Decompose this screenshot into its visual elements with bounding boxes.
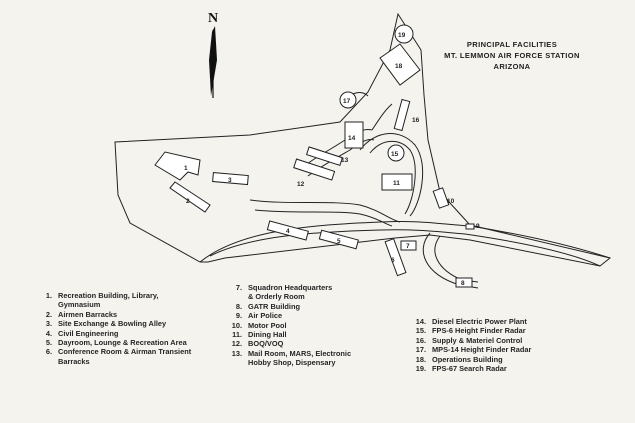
map-label-16: 16 xyxy=(412,117,420,124)
title-line-1: PRINCIPAL FACILITIES xyxy=(466,40,558,49)
map-label-13: 13 xyxy=(341,157,349,164)
building-4 xyxy=(266,220,309,241)
map-label-15: 15 xyxy=(391,151,399,158)
legend-item-14: 14.Diesel Electric Power Plant xyxy=(415,317,527,326)
map-label-1: 1 xyxy=(184,165,188,172)
legend-item-17: 17.MPS-14 Height Finder Radar xyxy=(415,345,532,355)
title-line-3: ARIZONA xyxy=(493,62,531,71)
building-19 xyxy=(394,24,414,44)
north-label: N xyxy=(208,11,218,26)
legend-item-5: 5.Dayroom, Lounge & Recreation Area xyxy=(45,338,187,348)
legend-item-18: 18.Operations Building xyxy=(415,354,503,364)
building-8 xyxy=(455,277,473,288)
legend-item-16: 16.Supply & Materiel Control xyxy=(415,335,523,345)
building-1 xyxy=(154,151,201,181)
building-10 xyxy=(432,187,450,209)
map-label-9: 9 xyxy=(476,223,480,230)
legend-item-10: 10.Motor Pool xyxy=(231,320,287,330)
legend-item-2: 2.Airmen Barracks xyxy=(45,309,118,319)
legend-item-9: 9.Air Police xyxy=(235,311,283,321)
map-label-12: 12 xyxy=(297,181,305,188)
map-label-5: 5 xyxy=(337,238,341,245)
legend-item-4: 4.Civil Engineering xyxy=(45,328,119,338)
map-label-17: 17 xyxy=(343,98,351,105)
building-3 xyxy=(212,171,249,186)
building-12 xyxy=(293,158,336,181)
map-label-18: 18 xyxy=(395,63,403,70)
building-11 xyxy=(381,173,413,191)
legend-item-11: 11.Dining Hall xyxy=(232,330,287,340)
title-line-2: MT. LEMMON AIR FORCE STATION xyxy=(444,51,580,60)
map-label-10: 10 xyxy=(447,198,455,205)
building-5 xyxy=(318,229,360,250)
map-label-3: 3 xyxy=(228,177,232,184)
building-16 xyxy=(393,98,411,132)
legend-item-6: 6.Conference Room & Airman Transient Bar… xyxy=(45,347,192,366)
map-label-14: 14 xyxy=(348,135,356,142)
map-label-4: 4 xyxy=(286,228,290,235)
legend-item-7: 7.Squadron Headquarters & Orderly Room xyxy=(235,283,333,302)
legend-item-19: 19.FPS-67 Search Radar xyxy=(415,364,507,374)
building-2 xyxy=(169,181,211,213)
map-labels: 1 2 3 4 5 6 7 8 9 10 11 12 13 14 15 16 1… xyxy=(184,32,480,287)
legend-column-3: 14.Diesel Electric Power Plant 15.FPS-6 … xyxy=(412,317,532,374)
map-label-11: 11 xyxy=(393,180,400,187)
building-6 xyxy=(384,238,407,277)
building-18 xyxy=(379,43,421,86)
building-9 xyxy=(465,223,475,230)
building-15 xyxy=(387,144,405,162)
buildings xyxy=(154,24,475,288)
site-boundary xyxy=(114,12,612,267)
building-13 xyxy=(305,146,343,166)
map-label-19: 19 xyxy=(398,32,406,39)
legend-item-1: 1.Recreation Building, Library, Gymnasiu… xyxy=(45,291,159,310)
legend-item-12: 12.BOQ/VOQ xyxy=(231,339,284,349)
map-label-7: 7 xyxy=(406,243,410,250)
legend-column-1: 1.Recreation Building, Library, Gymnasiu… xyxy=(38,291,191,366)
building-7 xyxy=(400,240,417,251)
north-arrow-icon xyxy=(209,26,217,98)
legend-item-15: 15.FPS-6 Height Finder Radar xyxy=(415,326,526,336)
map-label-2: 2 xyxy=(186,198,190,205)
legend-column-2: 7.Squadron Headquarters & Orderly Room 8… xyxy=(228,283,351,368)
legend-item-8: 8.GATR Building xyxy=(235,301,300,311)
legend-item-3: 3.Site Exchange & Bowling Alley xyxy=(45,319,167,329)
map-label-6: 6 xyxy=(391,257,395,264)
building-14 xyxy=(344,121,364,149)
building-17 xyxy=(339,91,357,109)
legend-item-13: 13.Mail Room, MARS, Electronic Hobby Sho… xyxy=(231,348,352,368)
map-label-8: 8 xyxy=(461,280,465,287)
